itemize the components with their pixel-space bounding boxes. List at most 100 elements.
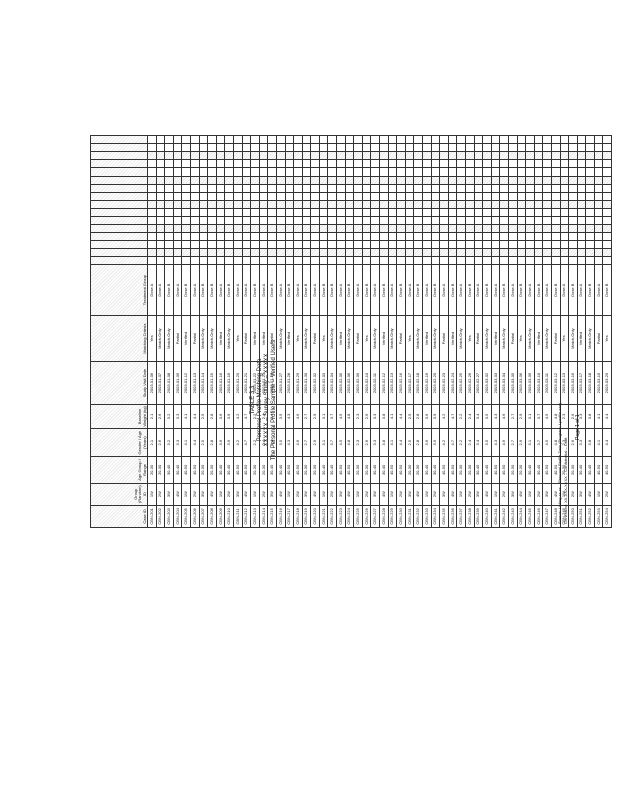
check-cell: [517, 176, 526, 185]
check-cell: [388, 143, 397, 152]
check-cell: [353, 256, 363, 265]
table-cell-crit: Match-Only: [482, 315, 492, 362]
table-cell-age: 3.9: [224, 428, 234, 457]
check-cell: [259, 143, 268, 152]
table-cell-age: 2.3: [353, 428, 363, 457]
table-cell-crit: Match-Only: [413, 315, 423, 362]
check-cell: [147, 232, 157, 241]
table-cell-case: CBN-203: [164, 505, 174, 528]
check-cell: [336, 216, 346, 225]
page-number: Page 1 of 1: [575, 414, 581, 440]
check-cell: [568, 240, 578, 249]
check-cell: [508, 135, 518, 144]
table-cell-date: 2003-02-05: [336, 361, 346, 405]
check-cell: [405, 176, 414, 185]
table-cell-age: 4.1: [594, 428, 603, 457]
check-cell: [319, 200, 328, 209]
check-cell: [302, 248, 311, 257]
table-cell-group: 2W: [327, 483, 337, 506]
check-cell: [577, 248, 586, 257]
table-cell-wt: 2.2: [456, 404, 466, 429]
check-cell: [431, 248, 440, 257]
check-cell: [156, 208, 165, 217]
table-cell-group: 1W: [422, 483, 432, 506]
table-cell-trt: Dose A: [491, 264, 500, 316]
table-cell-date: 2003-01-26: [267, 361, 277, 405]
table-cell-trt: Dose B: [534, 264, 543, 316]
check-cell: [302, 240, 311, 249]
table-cell-range: 30-40: [276, 456, 285, 484]
check-cell: [431, 240, 440, 249]
check-cell: [396, 167, 406, 177]
check-cell: [319, 224, 328, 233]
check-cell: [190, 151, 200, 160]
table-cell-group: 2W: [602, 483, 612, 506]
table-cell-date: 2003-01-28: [285, 361, 294, 405]
table-cell-crit: Match-Only: [156, 315, 165, 362]
check-cell: [474, 159, 483, 168]
table-cell-crit: Match-Only: [207, 315, 217, 362]
check-cell: [216, 151, 225, 160]
check-cell: [517, 151, 526, 160]
check-cell: [534, 200, 543, 209]
check-cell: [285, 167, 294, 177]
check-cell: [267, 143, 277, 152]
table-cell-wt: 4.2: [233, 404, 243, 429]
check-cell: [448, 167, 457, 177]
table-cell-range: 20-30: [353, 456, 363, 484]
check-cell: [602, 135, 612, 144]
table-cell-case: CBN-215: [267, 505, 277, 528]
check-cell: [405, 143, 414, 152]
check-cell: [173, 176, 182, 185]
check-cell: [534, 240, 543, 249]
check-cell: [310, 135, 320, 144]
check-cell: [439, 200, 449, 209]
table-cell-range: 40-50: [285, 456, 294, 484]
check-cell: [448, 135, 457, 144]
check-cell: [216, 184, 225, 193]
check-cell: [353, 192, 363, 201]
table-cell-crit: Match-Only: [345, 315, 354, 362]
table-cell-range: 30-40: [216, 456, 225, 484]
table-cell-crit: Partial: [508, 315, 518, 362]
check-cell: [482, 143, 492, 152]
check-cell: [336, 176, 346, 185]
check-cell: [250, 232, 260, 241]
table-cell-range: 20-30: [568, 456, 578, 484]
check-cell: [551, 240, 560, 249]
check-cell: [353, 200, 363, 209]
check-cell: [525, 248, 535, 257]
check-cell: [216, 208, 225, 217]
table-cell-date: 2003-01-22: [250, 361, 260, 405]
table-cell-case: CBN-206: [190, 505, 200, 528]
check-cell: [379, 192, 389, 201]
table-cell-age: 4.4: [602, 428, 612, 457]
check-cell: [327, 184, 337, 193]
table-cell-wt: 2.6: [362, 404, 371, 429]
check-cell: [327, 159, 337, 168]
check-cell: [577, 192, 586, 201]
check-cell: [499, 200, 509, 209]
check-cell: [551, 184, 560, 193]
table-cell-trt: Dose A: [525, 264, 535, 316]
check-cell: [370, 256, 380, 265]
check-cell: [439, 135, 449, 144]
table-cell-group: 2W: [190, 483, 200, 506]
table-cell-trt: Dose B: [302, 264, 311, 316]
check-cell: [525, 143, 535, 152]
check-cell: [285, 151, 294, 160]
check-cell: [542, 248, 552, 257]
table-cell-date: 2003-03-13: [560, 361, 569, 405]
check-cell: [285, 135, 294, 144]
check-cell: [207, 256, 217, 265]
table-cell-wt: 3.5: [482, 404, 492, 429]
table-cell-date: 2003-02-23: [439, 361, 449, 405]
check-cell: [585, 176, 595, 185]
table-cell-wt: 4.7: [448, 404, 457, 429]
table-cell-wt: 4.6: [293, 404, 303, 429]
table-cell-age: 3.6: [422, 428, 432, 457]
